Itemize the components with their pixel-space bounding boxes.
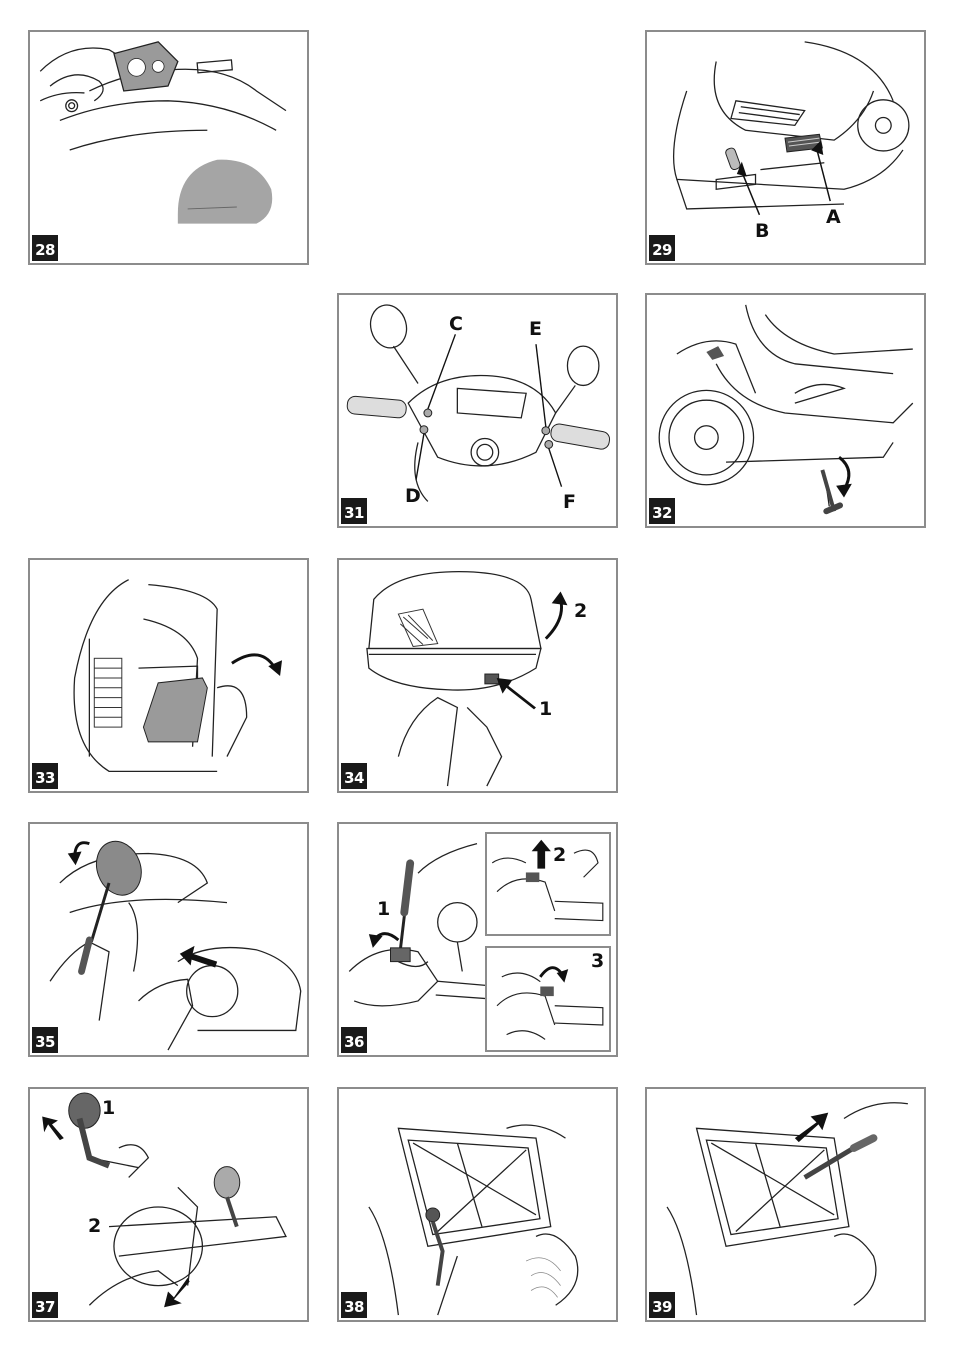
callout-b: B: [755, 222, 769, 241]
illustration-detail-lift: [487, 834, 609, 934]
illustration-light-bulb-removal: [30, 824, 307, 1055]
figure-38: 38: [337, 1087, 618, 1322]
illustration-glovebox-cover: [30, 560, 307, 791]
figure-39: 39: [645, 1087, 926, 1322]
illustration-footboard-lever: [647, 32, 924, 263]
illustration-side-stand: [647, 295, 924, 526]
step-1: 1: [539, 700, 552, 719]
callout-f: F: [563, 493, 576, 512]
figure-33: 33: [28, 558, 309, 793]
step-1: 1: [377, 900, 390, 919]
callout-c: C: [449, 315, 463, 334]
step-2: 2: [574, 602, 587, 621]
figure-31: C D E F 31: [337, 293, 618, 528]
figure-number: 38: [339, 1290, 369, 1320]
figure-number: 33: [30, 761, 60, 791]
illustration-battery-compartment: [339, 1089, 616, 1320]
figure-number: 35: [30, 1025, 60, 1055]
figure-29: A B 29: [645, 30, 926, 265]
figure-32: 32: [645, 293, 926, 528]
callout-a: A: [826, 208, 841, 227]
figure-number: 39: [647, 1290, 677, 1320]
figure-37: 1 2 37: [28, 1087, 309, 1322]
figure-35: 35: [28, 822, 309, 1057]
illustration-top-case-opening: [339, 560, 616, 791]
detail-inset-2: [485, 832, 611, 936]
callout-e: E: [529, 320, 542, 339]
figure-number: 31: [339, 496, 369, 526]
figure-number: 32: [647, 496, 677, 526]
figure-36: 1 2 3 36: [337, 822, 618, 1057]
illustration-dashboard-removal: [30, 32, 307, 263]
figure-number: 28: [30, 233, 60, 263]
callout-d: D: [405, 487, 421, 506]
figure-34: 1 2 34: [337, 558, 618, 793]
figure-number: 37: [30, 1290, 60, 1320]
figure-number: 36: [339, 1025, 369, 1055]
figure-number: 34: [339, 761, 369, 791]
step-3: 3: [591, 952, 604, 971]
step-2: 2: [553, 846, 566, 865]
step-2: 2: [88, 1217, 101, 1236]
step-1: 1: [102, 1099, 115, 1118]
illustration-rear-wheel-removal: [30, 1089, 307, 1320]
illustration-battery-removal: [647, 1089, 924, 1320]
figure-28: 28: [28, 30, 309, 265]
figure-number: 29: [647, 233, 677, 263]
